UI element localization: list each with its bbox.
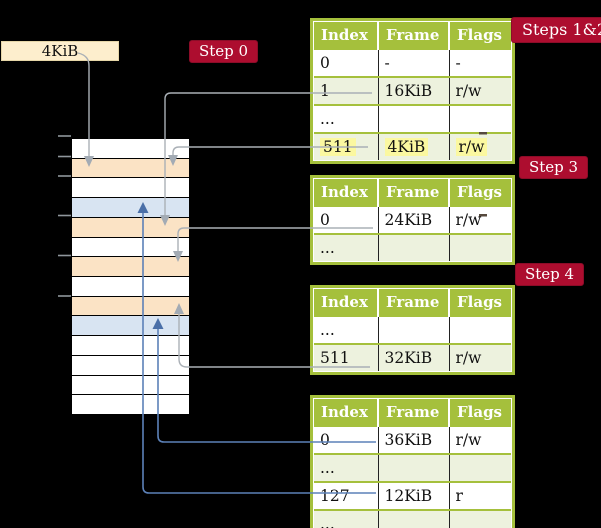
table-row: 0 24KiB r/w (314, 206, 511, 234)
highlight-span: 511 (320, 138, 356, 156)
table-row: 511 32KiB r/w (314, 344, 511, 371)
memory-row-white (72, 375, 189, 396)
highlight-span: r/w (455, 138, 488, 156)
memory-row-white (72, 178, 189, 199)
memory-row-white (72, 277, 189, 297)
memory-row-orange (72, 257, 189, 278)
header-index: Index (314, 22, 378, 49)
memory-column (71, 138, 190, 415)
header-flags: Flags (448, 289, 511, 316)
table-row-highlighted: 511 4KiB r/w (314, 133, 511, 160)
header-frame: Frame (377, 22, 449, 49)
memory-row-blue (72, 316, 189, 337)
step4-label: Step 4 (515, 263, 585, 286)
table-row: ... (314, 454, 511, 482)
page-table-level1: Index Frame Flags 0 - - 1 16KiB r/w ... (310, 18, 515, 164)
table-row: 1 16KiB r/w (314, 77, 511, 105)
header-flags: Flags (448, 399, 511, 426)
memory-row-white (72, 237, 189, 258)
page-table-level3: Index Frame Flags ... 511 32KiB r/w (310, 285, 515, 375)
page-table-level4: Index Frame Flags 0 36KiB r/w ... 127 (310, 395, 515, 528)
table-row: ... (314, 234, 511, 261)
table-row: ... (314, 105, 511, 133)
memory-row-white (72, 355, 189, 376)
header-index: Index (314, 399, 378, 426)
page-table-level2: Index Frame Flags 0 24KiB r/w ... (310, 175, 515, 265)
highlight-span: 4KiB (384, 138, 429, 156)
header-frame: Frame (377, 399, 449, 426)
header-index: Index (314, 289, 378, 316)
header-frame: Frame (377, 179, 449, 206)
table-header-row: Index Frame Flags (314, 179, 511, 206)
memory-row-orange (72, 158, 189, 179)
steps-1-2-label: Steps 1&2 (511, 17, 601, 43)
memory-row-white (72, 336, 189, 356)
table-row: 0 - - (314, 49, 511, 77)
memory-row-blue (72, 198, 189, 218)
table-header-row: Index Frame Flags (314, 289, 511, 316)
step0-label: Step 0 (189, 40, 259, 63)
table-header-row: Index Frame Flags (314, 399, 511, 426)
memory-row-orange (72, 296, 189, 317)
page-size-box: 4KiB (1, 41, 119, 61)
step3-label: Step 3 (519, 156, 589, 179)
header-flags: Flags (448, 179, 511, 206)
header-flags: Flags (448, 22, 511, 49)
table-row: 0 36KiB r/w (314, 426, 511, 454)
table-row: ... (314, 316, 511, 344)
address-ticks (58, 135, 71, 297)
memory-row-white (72, 139, 189, 159)
table-header-row: Index Frame Flags (314, 22, 511, 49)
table-row: ... (314, 510, 511, 528)
header-frame: Frame (377, 289, 449, 316)
table-row: 127 12KiB r (314, 482, 511, 510)
header-index: Index (314, 179, 378, 206)
memory-row-white (72, 395, 189, 415)
memory-row-orange (72, 217, 189, 238)
